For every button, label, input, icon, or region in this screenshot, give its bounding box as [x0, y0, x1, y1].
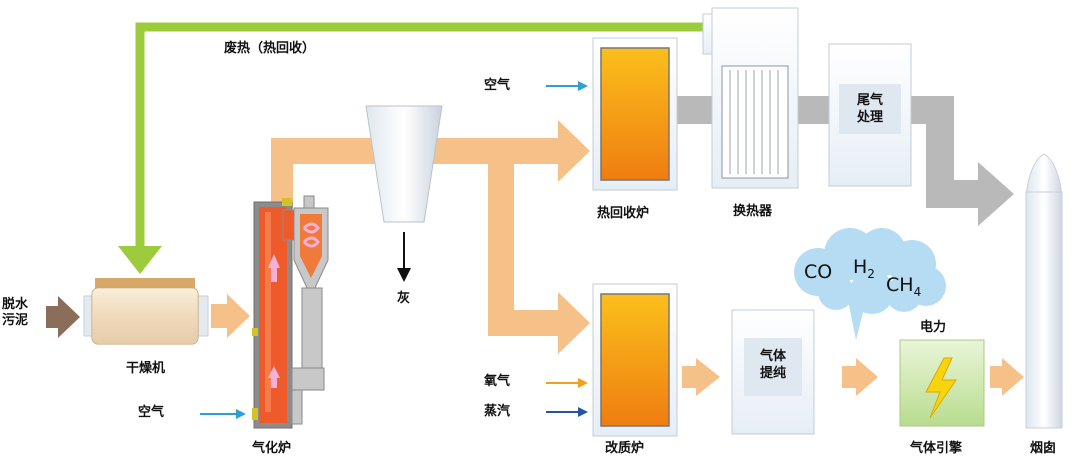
exhaust-flow: [676, 96, 1014, 226]
steam-label: 蒸汽: [484, 404, 511, 419]
ash-label: 灰: [397, 291, 411, 306]
heat-exchanger-label: 换热器: [733, 204, 773, 219]
heat-exchanger: [702, 7, 799, 189]
oxygen-arrow: [546, 378, 588, 388]
gasifier-label: 气化炉: [252, 441, 292, 456]
gas-cloud: [794, 228, 946, 340]
gas-purification-label: 气体 提纯: [759, 349, 786, 381]
chimney: [1025, 153, 1063, 429]
heat-recovery-furnace: [592, 37, 678, 191]
heat-recovery-furnace-label: 热回收炉: [597, 206, 650, 221]
co-label: CO: [804, 261, 833, 283]
electricity-label: 电力: [920, 320, 947, 335]
gas-engine-label: 气体引擎: [910, 441, 963, 456]
steam-arrow: [546, 407, 588, 417]
air-label-gasifier: 空气: [138, 405, 165, 420]
gas-purification-unit: [731, 309, 815, 435]
dryer-to-gasifier-arrow: [211, 294, 250, 338]
reformer-label: 改质炉: [605, 441, 645, 456]
gasifier: [252, 195, 329, 429]
dewatered-sludge-label: 脱水 污泥: [2, 297, 29, 328]
air-arrow-gasifier: [200, 409, 246, 419]
dryer: [83, 278, 209, 345]
chimney-label: 烟囱: [1030, 441, 1057, 456]
tail-gas-label: 尾气 处理: [856, 93, 883, 125]
tail-gas-unit: [828, 43, 912, 187]
sludge-input-arrow: [46, 296, 80, 338]
dryer-label: 干燥机: [126, 361, 166, 376]
air-label-recovery: 空气: [484, 78, 511, 93]
ch4-label: CH4: [886, 274, 922, 299]
waste-heat-label: 废热（热回收）: [224, 41, 316, 56]
h2-label: H2: [853, 256, 875, 281]
air-arrow-recovery: [546, 81, 588, 91]
waste-heat-flow: [118, 22, 705, 274]
ash-hopper: [365, 105, 443, 282]
reformer: [592, 283, 678, 437]
oxygen-label: 氧气: [484, 374, 511, 389]
gas-line-arrows: [682, 358, 1024, 396]
lightning-icon: [925, 357, 957, 419]
